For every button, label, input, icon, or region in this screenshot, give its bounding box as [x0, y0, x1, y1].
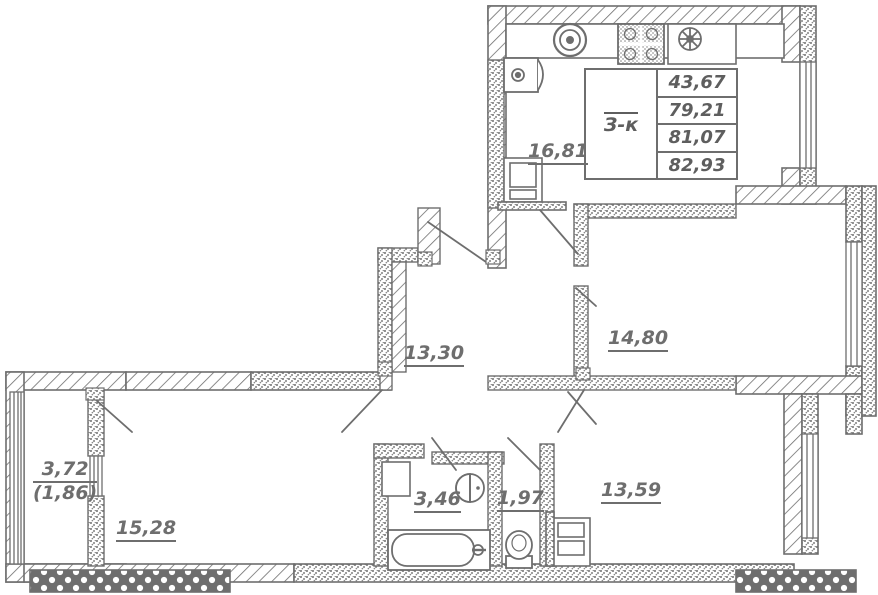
- fan-icon: [678, 27, 702, 51]
- area-value-usable: 81,07: [658, 125, 736, 153]
- room-area-balcony: 3,72: [33, 459, 98, 483]
- room-label-kitchen: 16,81: [528, 141, 589, 165]
- bathroom-cabinet-icon: [381, 461, 411, 497]
- water-heater-icon: [503, 57, 544, 93]
- balcony-slab: [29, 569, 857, 593]
- area-value-overall: 82,93: [668, 154, 726, 176]
- room-area-bedroom-bottom: 13,59: [601, 480, 662, 504]
- washbasin-icon: [455, 473, 485, 503]
- room-label-toilet: 1,97: [497, 488, 544, 512]
- room-area-bathroom: 3,46: [414, 489, 461, 513]
- window-icon-group: [9, 61, 863, 565]
- door-jambs: [85, 249, 591, 401]
- room-label-balcony: 3,72 (1,86): [33, 459, 98, 504]
- room-area-toilet: 1,97: [497, 488, 544, 512]
- toilet-icon: [505, 530, 533, 569]
- room-area-bedroom-right: 14,80: [608, 328, 669, 352]
- bathtub-icon: [387, 529, 491, 571]
- door-swing-icon-group: [95, 209, 597, 471]
- area-value-total: 43,67: [658, 70, 736, 98]
- stove-icon: [617, 23, 665, 65]
- room-area-living-room: 15,28: [116, 518, 177, 542]
- apartment-summary-badge: З-к 43,67 79,21 81,07 82,93: [584, 68, 738, 180]
- room-label-bedroom-right: 14,80: [608, 328, 669, 352]
- room-label-bedroom-bottom: 13,59: [601, 480, 662, 504]
- area-value-living: 79,21: [658, 98, 736, 125]
- radiator-icon-bedroom: [545, 511, 591, 567]
- apartment-type-label: З-к: [603, 112, 639, 137]
- room-area-kitchen: 16,81: [528, 141, 589, 165]
- walls-secondary: [379, 207, 441, 391]
- apartment-type-cell: З-к: [586, 70, 658, 178]
- room-area-balcony-reduced: (1,86): [33, 481, 98, 504]
- room-label-living-room: 15,28: [116, 518, 177, 542]
- room-label-bathroom: 3,46: [414, 489, 461, 513]
- radiator-icon-kitchen: [497, 157, 567, 211]
- room-area-hallway: 13,30: [404, 343, 465, 367]
- room-label-hallway: 13,30: [404, 343, 465, 367]
- sink-icon: [552, 22, 588, 58]
- walls-partition: [87, 59, 737, 567]
- apartment-area-values: 43,67 79,21 81,07 82,93: [658, 70, 736, 178]
